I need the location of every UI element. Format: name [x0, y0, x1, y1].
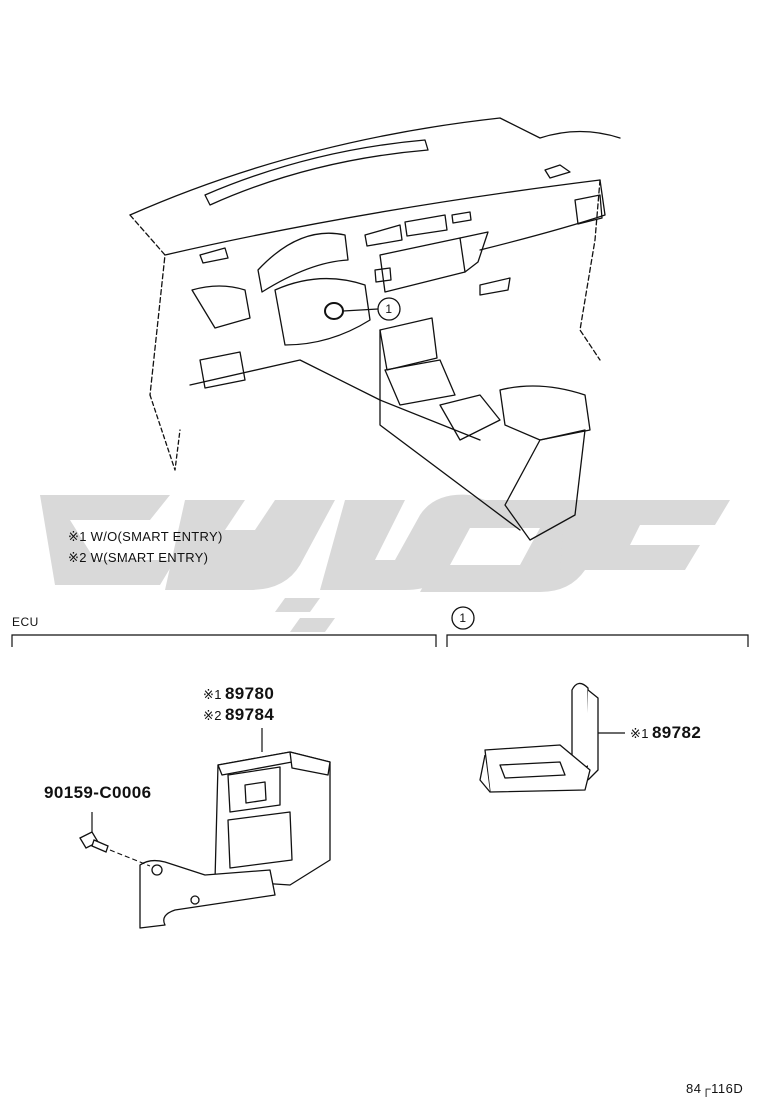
note-without-smart-entry: ※1 W/O(SMART ENTRY) — [68, 530, 223, 543]
note-mark: ※2 — [68, 550, 87, 565]
bolt-axis-line — [109, 849, 151, 867]
overview-callout-number: 1 — [385, 302, 393, 316]
figure-id: 84┌116D — [686, 1081, 744, 1096]
overview-leader-line — [342, 308, 379, 312]
part-number-90159-c0006[interactable]: 90159-C0006 — [44, 784, 151, 801]
ecu-section-label: ECU — [12, 615, 39, 629]
note-text: W/O(SMART ENTRY) — [90, 529, 223, 544]
item1-callout-circle — [451, 606, 475, 630]
overview-callout-circle — [377, 297, 401, 321]
note-mark: ※1 — [68, 529, 87, 544]
bolt-icon — [79, 831, 109, 853]
item1-section-frame — [446, 634, 749, 647]
part-number: 89780 — [224, 684, 275, 703]
part-number: 89784 — [224, 705, 275, 724]
part-mark: ※1 — [630, 726, 649, 741]
note-with-smart-entry: ※2 W(SMART ENTRY) — [68, 551, 208, 564]
note-text: W(SMART ENTRY) — [90, 550, 209, 565]
item1-callout-number: 1 — [459, 611, 467, 625]
ecu-assembly — [139, 751, 331, 929]
dashboard-overview — [129, 117, 621, 541]
bracket-assembly — [479, 682, 599, 793]
ecu-section-frame — [11, 634, 437, 647]
watermark-logo — [40, 494, 730, 632]
part-mark: ※2 — [203, 708, 222, 723]
part-number: 90159-C0006 — [44, 783, 152, 802]
part-mark: ※1 — [203, 687, 222, 702]
part-number: 89782 — [651, 723, 702, 742]
